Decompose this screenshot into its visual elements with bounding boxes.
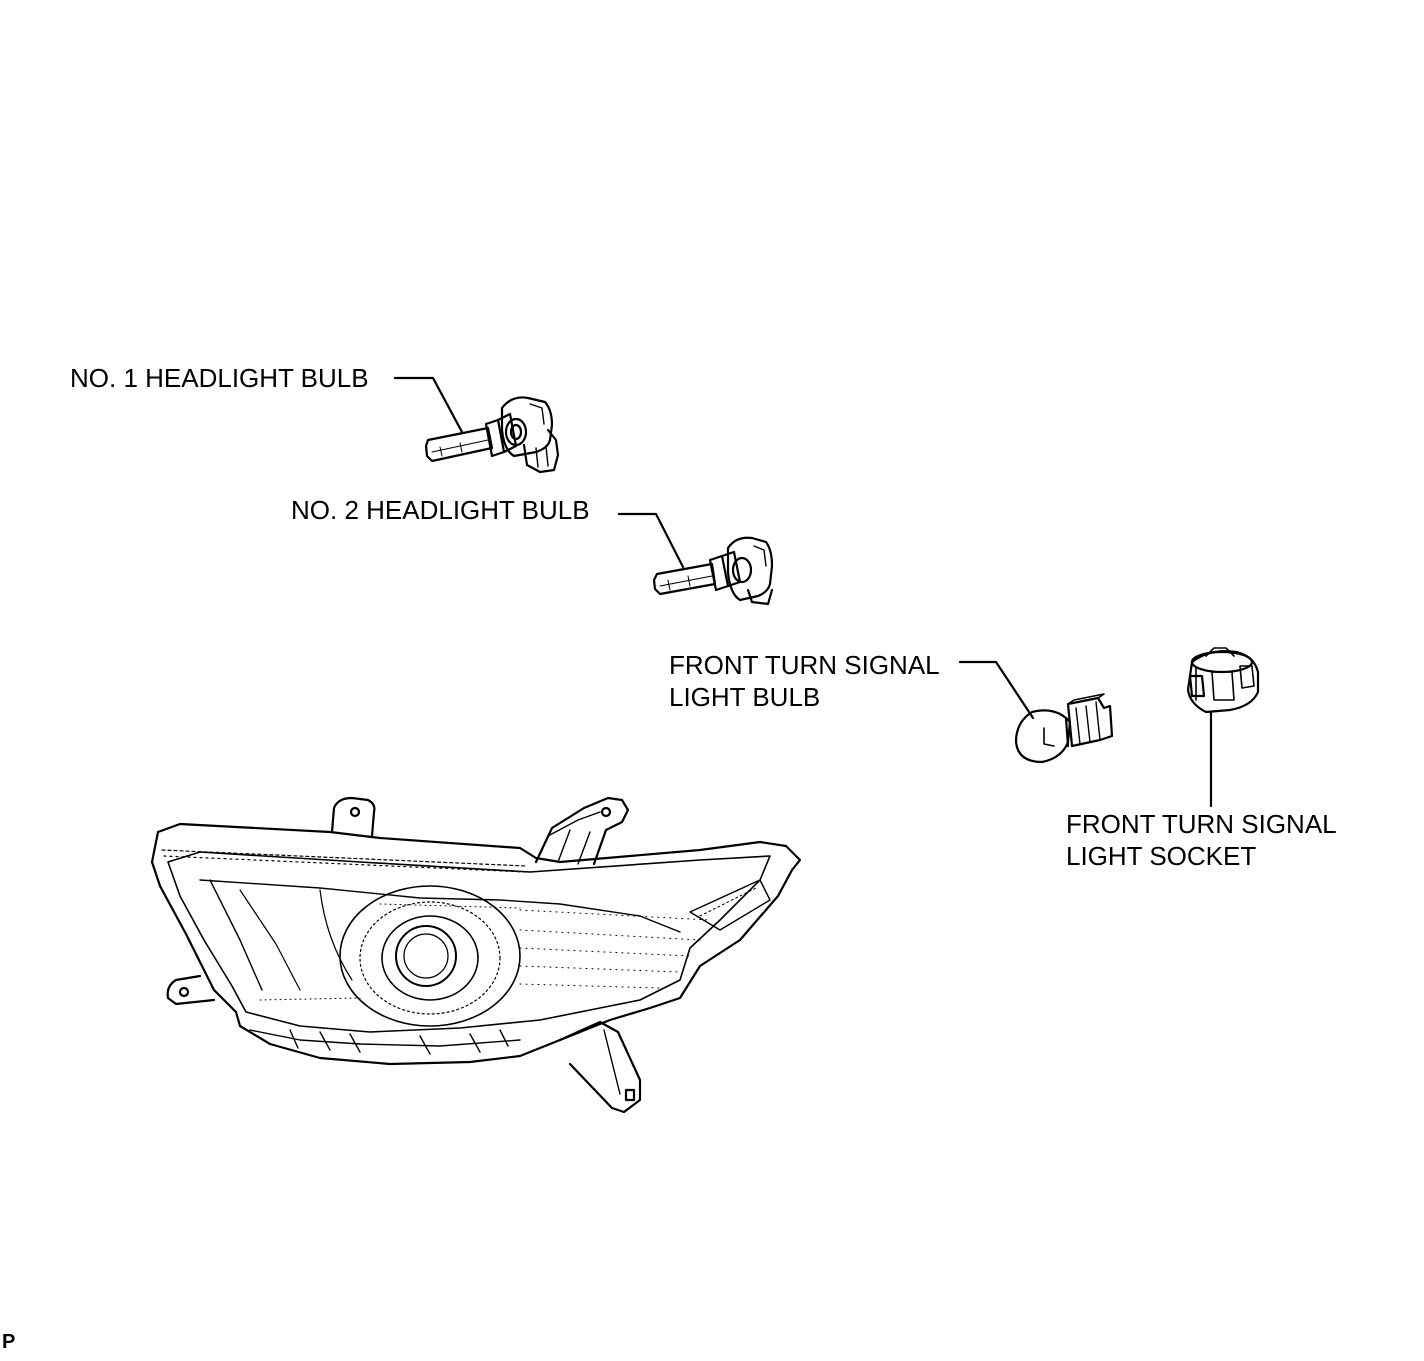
no2-bulb-leader-line [617,512,685,569]
no2-headlight-bulb-label-text: NO. 2 HEADLIGHT BULB [291,495,590,525]
headlight-assembly-icon [150,796,802,1114]
turn-signal-bulb-icon [1014,693,1114,764]
front-turn-signal-bulb-label-line2: LIGHT BULB [669,682,821,712]
front-turn-signal-bulb-label-line1: FRONT TURN SIGNAL [669,650,940,680]
turn-signal-socket-icon [1186,647,1260,714]
no2-headlight-bulb-label: NO. 2 HEADLIGHT BULB [291,494,590,526]
corner-mark: P [2,1331,16,1353]
front-turn-signal-bulb-label: FRONT TURN SIGNAL LIGHT BULB [669,649,940,713]
front-turn-signal-socket-label: FRONT TURN SIGNAL LIGHT SOCKET [1066,808,1337,872]
no1-headlight-bulb-label: NO. 1 HEADLIGHT BULB [70,362,369,394]
no1-headlight-bulb-icon [424,396,560,474]
no2-headlight-bulb-icon [652,536,774,606]
no1-headlight-bulb-label-text: NO. 1 HEADLIGHT BULB [70,363,369,393]
front-turn-signal-socket-label-line1: FRONT TURN SIGNAL [1066,809,1337,839]
front-turn-signal-socket-label-line2: LIGHT SOCKET [1066,841,1257,871]
no1-bulb-leader-line [393,376,464,434]
turn-signal-bulb-leader-line [958,660,1035,720]
